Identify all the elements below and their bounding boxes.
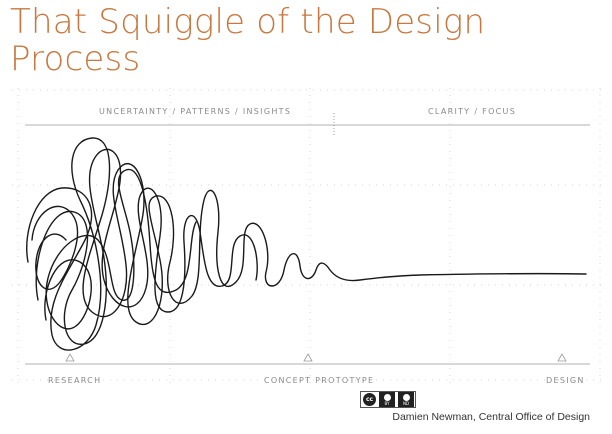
creative-commons-badge[interactable]: cc BY ND bbox=[360, 391, 416, 408]
stage-label-concept-prototype: CONCEPT PROTOTYPE bbox=[264, 376, 375, 385]
stage-label-research: RESEARCH bbox=[48, 376, 102, 385]
no-derivatives-label: ND bbox=[402, 400, 410, 406]
cc-logo-icon: cc bbox=[363, 393, 376, 406]
author-credit: Damien Newman, Central Office of Design bbox=[392, 411, 590, 423]
squiggle-line bbox=[26, 137, 587, 351]
stage-marker-design bbox=[557, 353, 567, 362]
stage-marker-concept bbox=[303, 353, 313, 362]
slide-title-line-2: Process bbox=[10, 39, 141, 79]
attribution-label: BY bbox=[384, 400, 390, 406]
stage-marker-research bbox=[65, 353, 75, 362]
stage-label-design: DESIGN bbox=[546, 376, 585, 385]
attribution-icon: BY bbox=[379, 392, 395, 407]
phase-label-uncertainty: UNCERTAINTY / PATTERNS / INSIGHTS bbox=[99, 107, 292, 116]
phase-label-clarity: CLARITY / FOCUS bbox=[428, 107, 517, 116]
slide-title-line-1: That Squiggle of the Design bbox=[10, 2, 486, 42]
slide-title: That Squiggle of the Design Process bbox=[10, 4, 570, 78]
dotted-grid bbox=[12, 88, 605, 385]
no-derivatives-icon: ND bbox=[398, 392, 414, 407]
